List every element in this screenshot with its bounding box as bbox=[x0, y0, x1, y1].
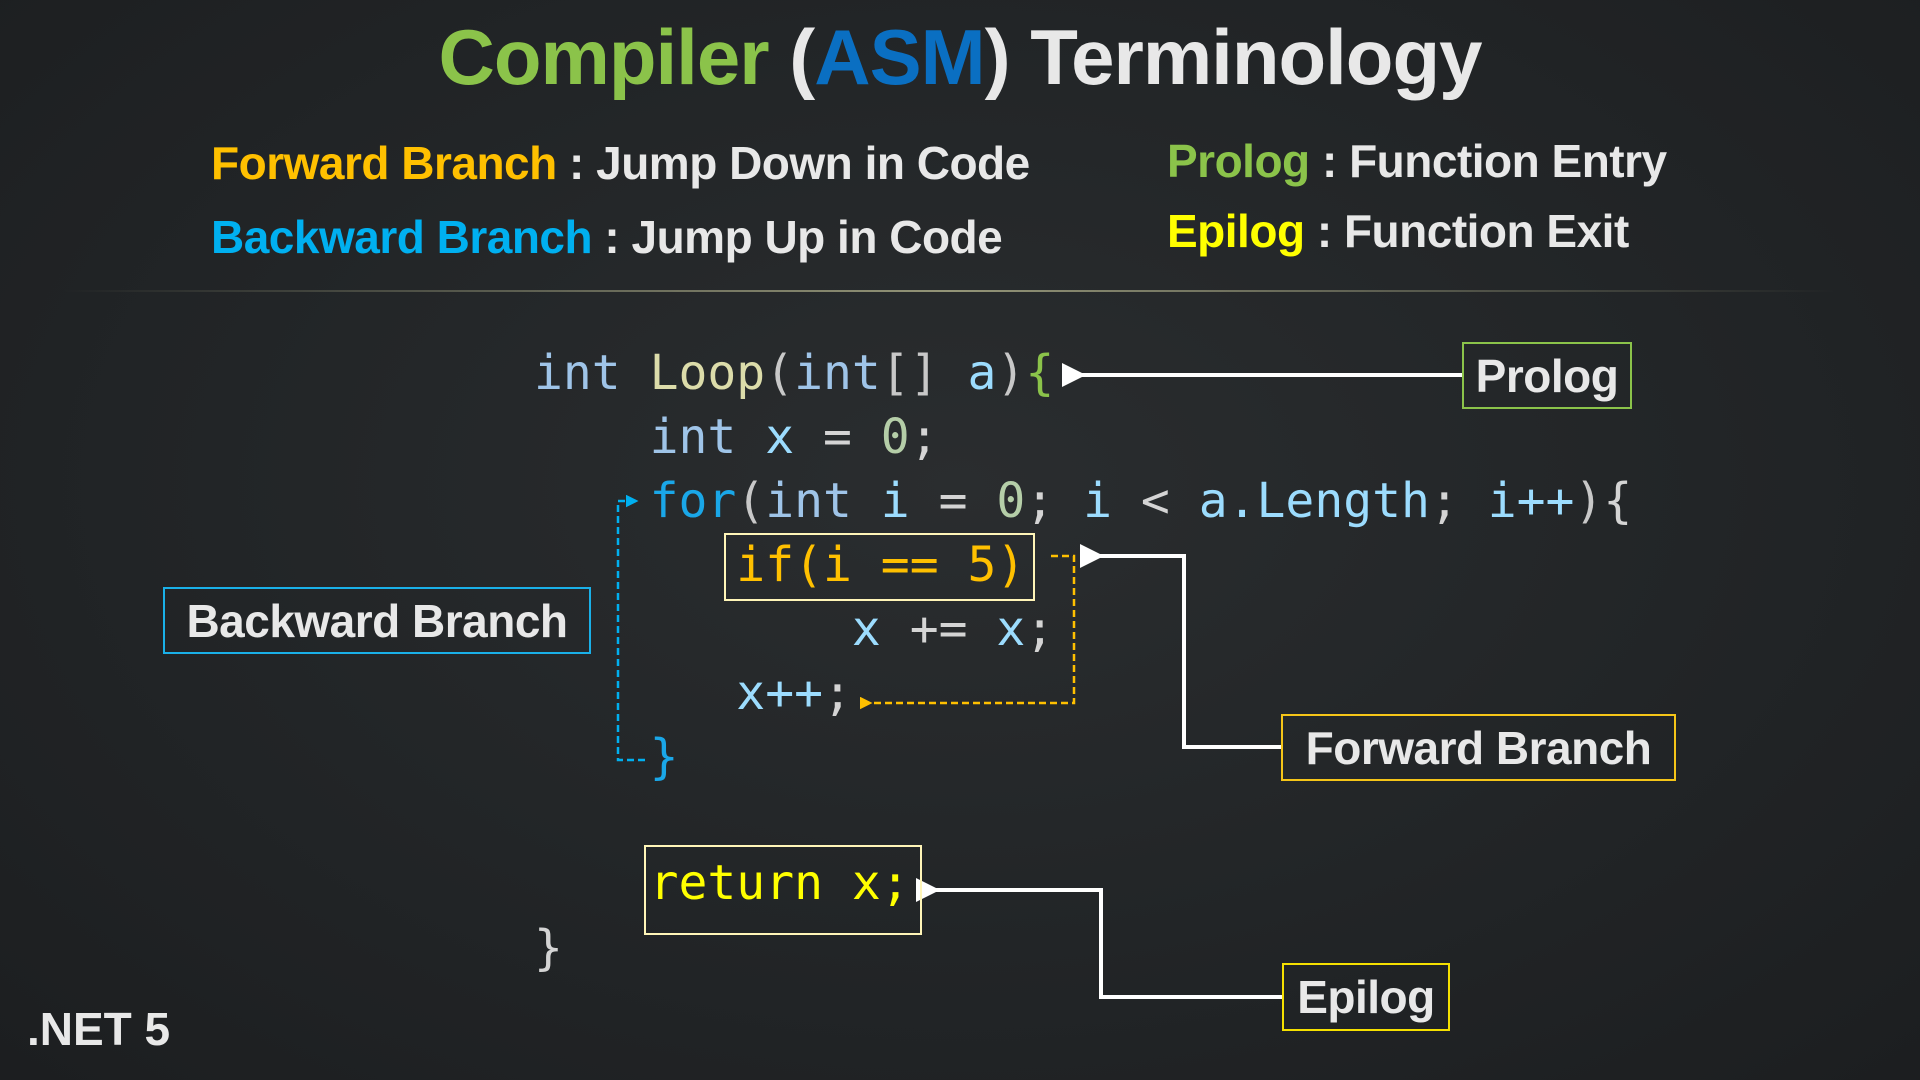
epilog-label: Epilog bbox=[1282, 963, 1450, 1031]
definition-prolog: Prolog : Function Entry bbox=[1167, 134, 1667, 188]
description: Jump Down in Code bbox=[596, 137, 1030, 189]
code-token: x bbox=[996, 601, 1026, 657]
code-token: i bbox=[880, 473, 910, 529]
description: Function Entry bbox=[1349, 135, 1667, 187]
code-token: < bbox=[1112, 473, 1199, 529]
code-line: } bbox=[534, 916, 1632, 980]
code-token: a bbox=[967, 345, 997, 401]
prolog-label: Prolog bbox=[1462, 342, 1632, 409]
code-token: ; bbox=[1025, 473, 1084, 529]
return-highlight-box bbox=[644, 845, 922, 935]
definition-forward-branch: Forward Branch : Jump Down in Code bbox=[211, 136, 1030, 190]
code-token: = bbox=[909, 473, 997, 529]
code-line: x++; bbox=[534, 661, 1632, 725]
separator: : bbox=[592, 211, 632, 263]
code-token: i++ bbox=[1487, 473, 1575, 529]
code-token: } bbox=[649, 729, 679, 785]
code-token: ; bbox=[1025, 601, 1055, 657]
code-line: x += x; bbox=[534, 597, 1632, 661]
code-line: } bbox=[534, 725, 1632, 789]
term: Epilog bbox=[1167, 205, 1305, 257]
page-title: Compiler (ASM) Terminology bbox=[0, 12, 1920, 103]
code-token: ; bbox=[1429, 473, 1488, 529]
code-token: ; bbox=[909, 409, 939, 465]
code-line: int x = 0; bbox=[534, 405, 1632, 469]
separator: : bbox=[1309, 135, 1350, 187]
code-line: for(int i = 0; i < a.Length; i++){ bbox=[534, 469, 1633, 533]
term: Backward Branch bbox=[211, 211, 593, 263]
forward-branch-arrow bbox=[1080, 544, 1281, 749]
separator: : bbox=[1304, 205, 1344, 257]
term: Forward Branch bbox=[211, 137, 557, 189]
title-terminology: Terminology bbox=[1009, 13, 1482, 101]
code-line: if(i == 5) bbox=[534, 533, 1632, 597]
forward-branch-label: Forward Branch bbox=[1281, 714, 1676, 781]
backward-jump-dashed-arrow bbox=[616, 494, 645, 762]
title-compiler: Compiler bbox=[438, 13, 770, 101]
code-token: { bbox=[1603, 473, 1633, 529]
code-token: Loop bbox=[649, 345, 766, 401]
code-token: int bbox=[765, 473, 881, 529]
title-paren-open: ( bbox=[768, 13, 815, 101]
code-token: int bbox=[649, 409, 766, 465]
code-token: return x; bbox=[649, 855, 910, 911]
title-paren-close: ) bbox=[984, 13, 1011, 101]
epilog-arrow bbox=[916, 878, 1282, 999]
code-token: for bbox=[649, 473, 737, 529]
definition-epilog: Epilog : Function Exit bbox=[1167, 204, 1629, 258]
code-token: a.Length bbox=[1198, 473, 1430, 529]
code-token: i bbox=[1083, 473, 1113, 529]
definition-backward-branch: Backward Branch : Jump Up in Code bbox=[211, 210, 1003, 264]
code-block: int Loop(int[] a){ int x = 0; for(int i … bbox=[534, 341, 1632, 980]
code-token: } bbox=[534, 920, 563, 976]
code-line: return x; bbox=[534, 851, 1632, 915]
separator: : bbox=[556, 137, 597, 189]
forward-jump-dashed-arrow bbox=[860, 554, 1076, 710]
code-token: x bbox=[851, 601, 881, 657]
code-line: int Loop(int[] a){ bbox=[534, 341, 1632, 405]
code-token: ( bbox=[736, 473, 766, 529]
term: Prolog bbox=[1167, 135, 1310, 187]
if-highlight-box bbox=[724, 533, 1035, 601]
code-token: if(i == 5) bbox=[736, 537, 1026, 593]
dotnet-version: .NET 5 bbox=[27, 1003, 171, 1055]
code-token: += bbox=[880, 601, 997, 657]
code-token: x++ bbox=[736, 665, 823, 721]
code-token: x bbox=[765, 409, 795, 465]
code-token: [] bbox=[880, 345, 968, 401]
code-token: int bbox=[794, 345, 881, 401]
code-token: int bbox=[534, 345, 650, 401]
divider bbox=[61, 290, 1837, 292]
backward-branch-label: Backward Branch bbox=[163, 587, 591, 654]
code-token: 0 bbox=[996, 473, 1026, 529]
description: Jump Up in Code bbox=[631, 211, 1003, 263]
code-token: 0 bbox=[880, 409, 910, 465]
code-token: = bbox=[794, 409, 881, 465]
title-asm: ASM bbox=[814, 13, 985, 101]
code-token: ) bbox=[996, 345, 1026, 401]
code-token: { bbox=[1025, 345, 1055, 401]
description: Function Exit bbox=[1343, 205, 1629, 257]
code-token: ; bbox=[823, 665, 852, 721]
code-token: ) bbox=[1574, 473, 1604, 529]
code-token: ( bbox=[765, 345, 795, 401]
